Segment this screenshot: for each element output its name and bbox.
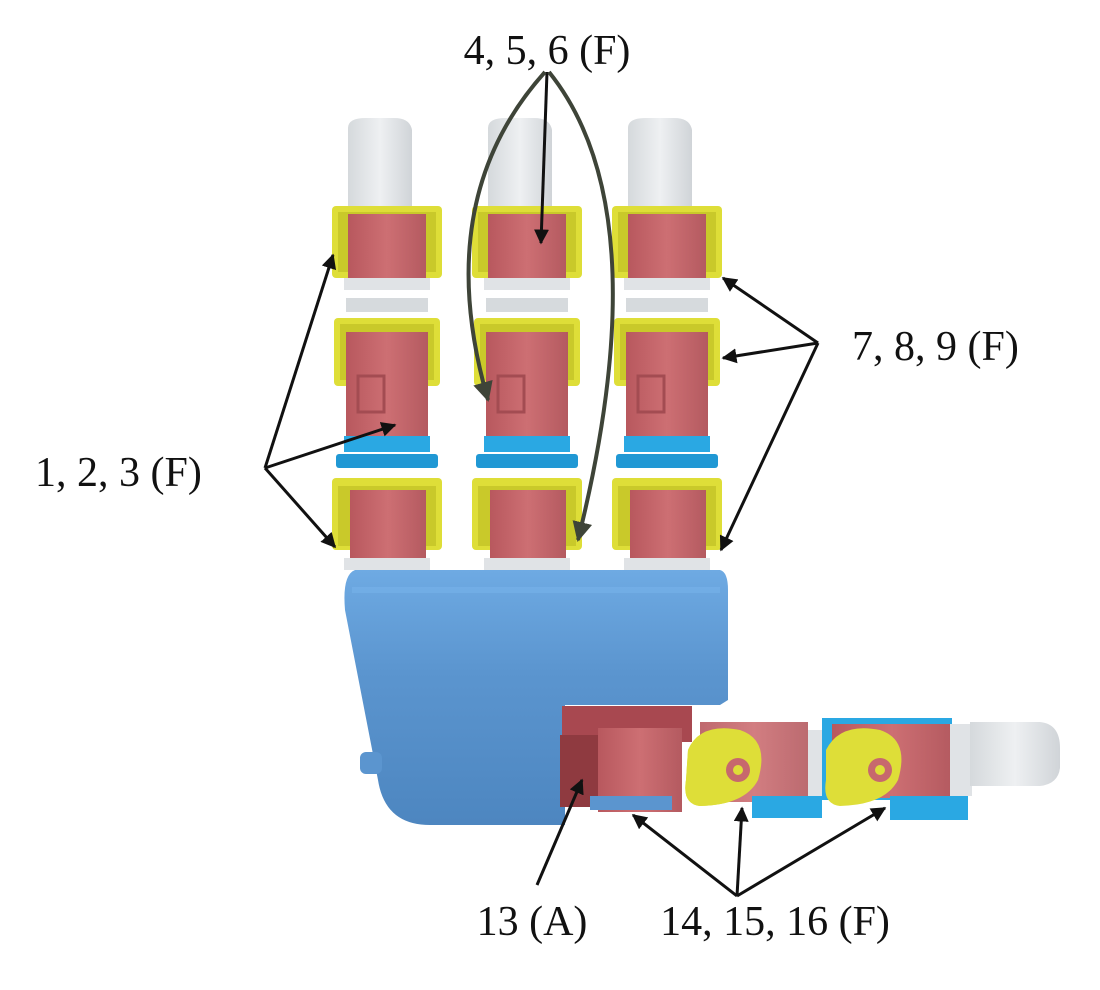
arrows-thumb-joints [631,806,887,898]
label-index: 1, 2, 3 (F) [35,450,202,496]
thumb [560,706,1060,820]
label-middle: 4, 5, 6 (F) [464,28,631,74]
arrows-middle [466,70,615,542]
label-thumb-base: 13 (A) [477,899,588,945]
arrows-ring [719,276,820,552]
arrows-index [263,253,397,549]
arrow-thumb-base [535,778,584,886]
label-ring: 7, 8, 9 (F) [852,324,1019,370]
finger-middle [470,116,584,572]
palm-connector [360,752,382,774]
finger-ring [610,116,724,572]
finger-index [330,116,444,572]
palm-body [344,570,728,825]
label-thumb-joints: 14, 15, 16 (F) [660,899,890,945]
